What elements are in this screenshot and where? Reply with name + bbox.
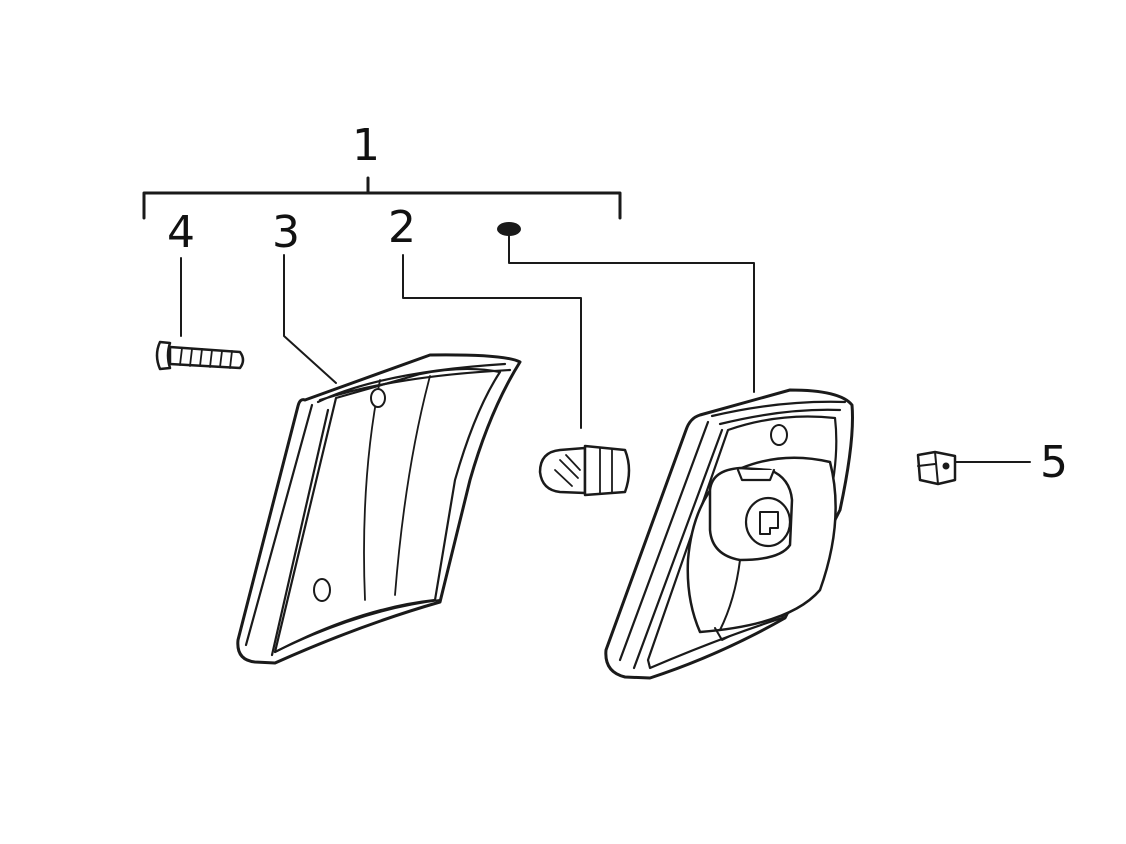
nut-part [916,450,957,486]
screw-part [155,340,245,371]
bulb-part [538,444,631,497]
callout-5: 5 [1040,437,1068,488]
lamp-housing [604,388,854,680]
seal-grommet [497,222,521,236]
assembly-bracket [142,176,622,220]
callout-3: 3 [272,207,300,258]
callout-2: 2 [388,202,416,253]
leader-lines [180,231,1031,463]
callout-4: 4 [167,207,195,258]
lens-part [236,353,522,665]
callout-1: 1 [352,120,380,171]
